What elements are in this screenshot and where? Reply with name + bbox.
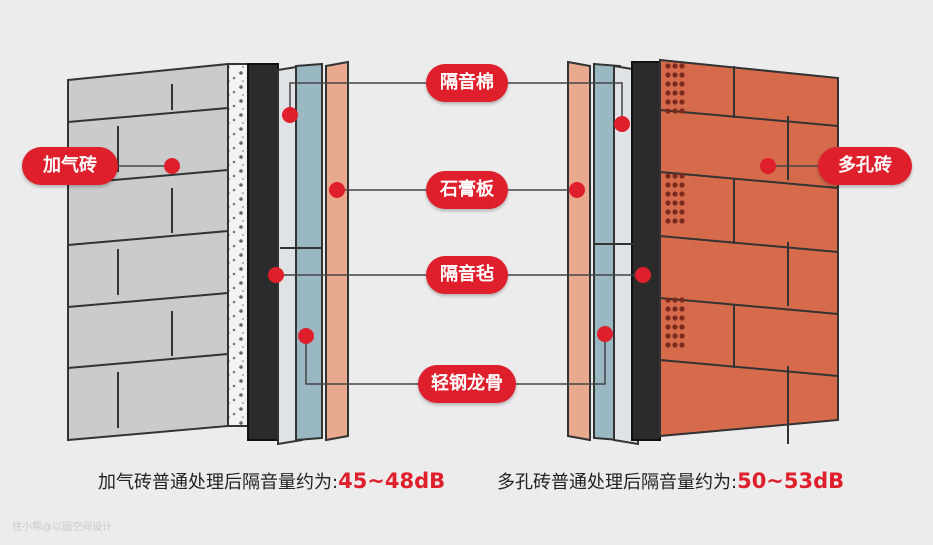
label-aerated-block: 加气砖 — [22, 147, 118, 185]
leader-lines — [118, 82, 818, 385]
left-gypsum-board — [325, 60, 349, 442]
callout-dots — [164, 107, 776, 344]
right-caption: 多孔砖普通处理后隔音量约为:50~53dB — [497, 468, 844, 494]
left-sound-felt — [247, 63, 279, 441]
right-sound-felt — [631, 61, 661, 441]
left-caption: 加气砖普通处理后隔音量约为:45~48dB — [98, 468, 445, 494]
left-wool-panel — [295, 62, 323, 442]
aerated-block-section — [227, 63, 249, 427]
aerated-block-wall — [67, 62, 229, 442]
right-caption-text: 多孔砖普通处理后隔音量约为: — [497, 472, 738, 493]
right-caption-value: 50~53dB — [737, 469, 845, 493]
perforated-brick-wall — [659, 58, 839, 444]
left-caption-text: 加气砖普通处理后隔音量约为: — [98, 472, 339, 493]
label-light-steel-keel: 轻钢龙骨 — [418, 365, 516, 403]
label-sound-felt: 隔音毡 — [426, 256, 508, 294]
label-gypsum-board: 石膏板 — [426, 171, 508, 209]
right-gypsum-board — [567, 60, 591, 442]
left-caption-value: 45~48dB — [338, 469, 446, 493]
label-perforated-brick: 多孔砖 — [818, 147, 912, 185]
watermark: 住小帮@以圆空间设计 — [12, 522, 112, 533]
label-sound-wool: 隔音棉 — [426, 64, 508, 102]
